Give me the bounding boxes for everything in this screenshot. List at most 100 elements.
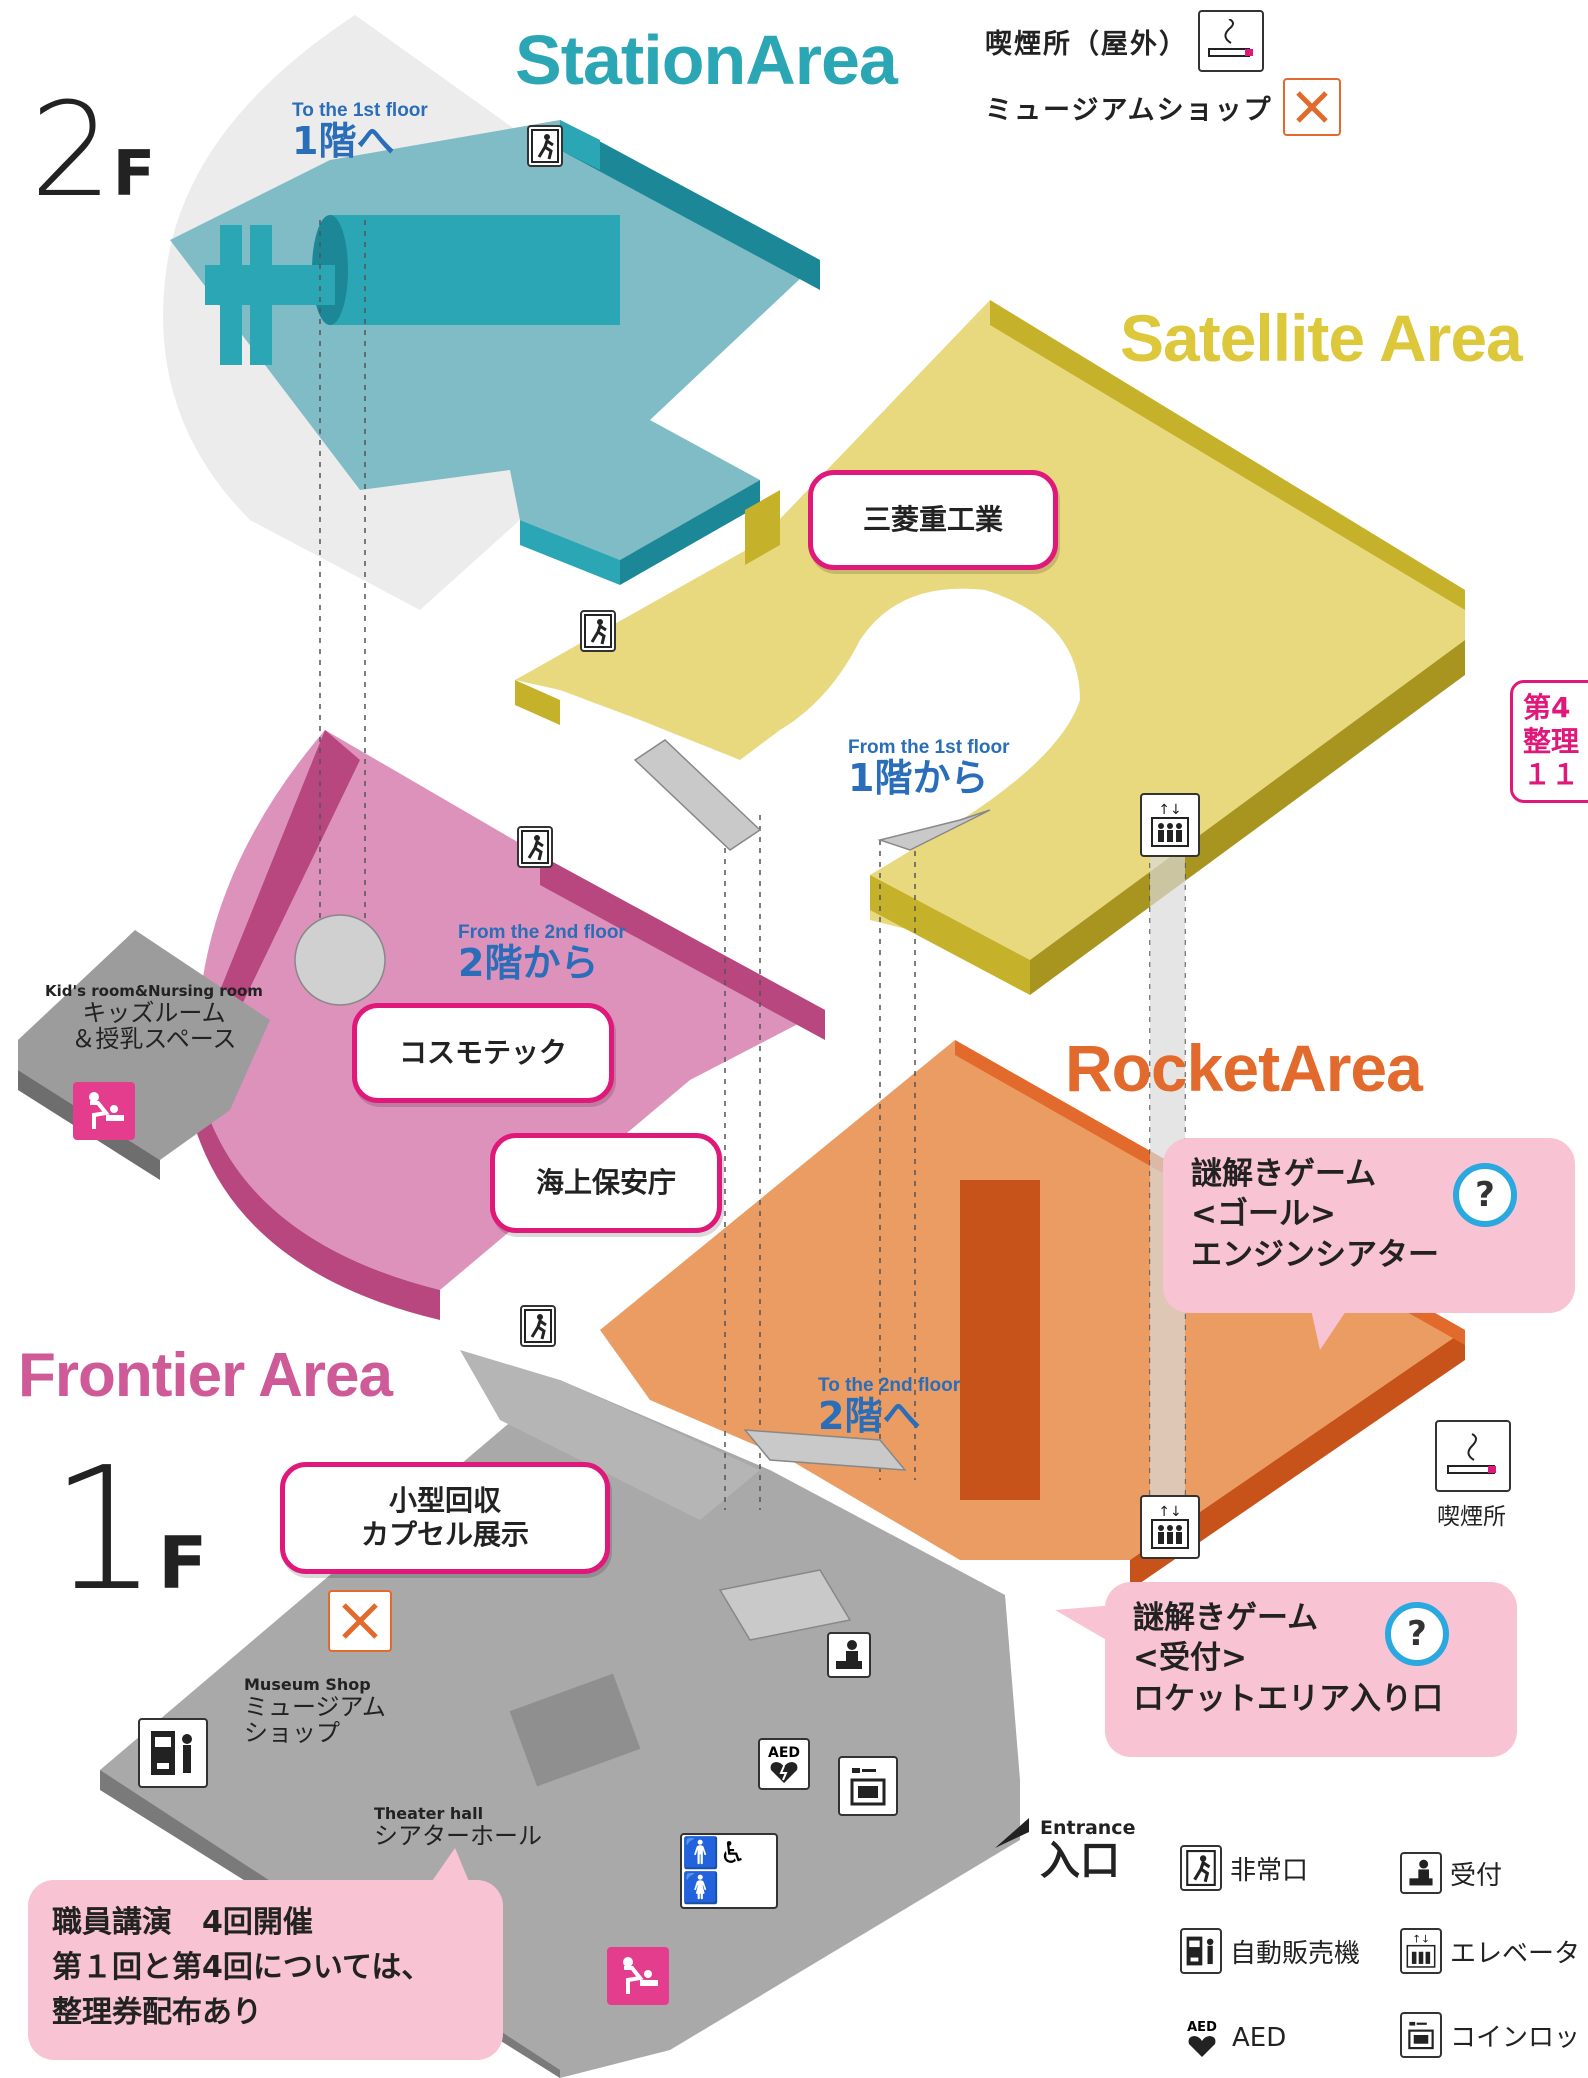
smoking-outdoor-icon <box>1198 10 1264 72</box>
legend-emergency-exit: 非常口 <box>1180 1845 1308 1891</box>
stair-label-to-2nd: To the 2nd floor 2階へ <box>818 1375 960 1435</box>
top-legend-shop-text: ミュージアムショップ <box>985 94 1273 126</box>
rocket-area-title: RocketArea <box>1065 1031 1423 1105</box>
exhibit-capsule-line1: 小型回収 <box>388 1484 501 1518</box>
svg-text:↑↓: ↑↓ <box>1158 1504 1181 1520</box>
stair-label-to-1st: To the 1st floor 1階へ <box>292 100 428 160</box>
floor-2f-label: 2F <box>30 85 155 215</box>
entrance-label: Entrance 入口 <box>1040 1818 1135 1883</box>
legend-coin-locker-icon <box>1400 2012 1442 2058</box>
entrance-ja: 入口 <box>1040 1837 1120 1884</box>
museum-shop-en: Museum Shop <box>244 1675 371 1694</box>
stair-label-from-2nd: From the 2nd floor 2階から <box>458 922 626 982</box>
legend-elevator-text: エレベータ <box>1450 1938 1581 1969</box>
stair-from-1st-ja: 1階から <box>848 756 989 800</box>
exhibit-mitsubishi[interactable]: 三菱重工業 <box>808 470 1058 570</box>
emergency-exit-icon-4 <box>520 1305 556 1347</box>
smoking-area-label: 喫煙所 <box>1437 1504 1506 1530</box>
stair-to-2nd-en: To the 2nd floor <box>818 1375 961 1396</box>
kids-room-ja-2: ＆授乳スペース <box>71 1024 237 1053</box>
side-note-line2: 整理 <box>1523 724 1580 758</box>
puzzle-start-line3: ロケットエリア入り口 <box>1133 1680 1443 1717</box>
top-legend-shop: ミュージアムショップ <box>985 78 1341 136</box>
kids-room-label: Kid's room&Nursing room キッズルーム ＆授乳スペース <box>45 983 263 1052</box>
exhibit-cosmotec[interactable]: コスモテック <box>352 1003 614 1103</box>
legend-aed: AED AED <box>1180 2015 1286 2061</box>
toilet-icon: 🚹♿🚺 <box>680 1833 778 1909</box>
kids-room-ja-1: キッズルーム <box>82 998 226 1027</box>
floor-1f-label: 1F <box>50 1445 207 1615</box>
floor-2-letter: F <box>112 137 156 210</box>
legend-aed-icon-text: AED <box>1187 2019 1217 2035</box>
legend-vending: 自動販売機 <box>1180 1928 1360 1974</box>
legend-reception-text: 受付 <box>1450 1860 1503 1891</box>
puzzle-goal-line1: 謎解きゲーム <box>1191 1156 1377 1192</box>
staff-talk-line1: 職員講演 4回開催 <box>52 1905 313 1940</box>
floor-1-number: 1 <box>50 1431 159 1629</box>
museum-shop-ja-2: ショップ <box>244 1718 340 1747</box>
nursing-room-icon <box>73 1082 135 1140</box>
side-note-line3: １１ <box>1523 758 1580 792</box>
legend-coin-locker: コインロッ <box>1400 2012 1580 2058</box>
elevator-icon: ↑↓ <box>1140 793 1200 857</box>
stairs <box>294 739 991 1641</box>
coin-locker-icon <box>838 1756 898 1816</box>
stair-to-2nd-ja: 2階へ <box>818 1394 921 1438</box>
puzzle-goal-line3: エンジンシアター <box>1191 1236 1439 1273</box>
legend-reception-icon <box>1400 1852 1442 1894</box>
question-mark-icon: ? <box>1453 1163 1517 1227</box>
exhibit-capsule[interactable]: 小型回収 カプセル展示 <box>280 1462 610 1574</box>
emergency-exit-icon <box>527 125 563 167</box>
legend-elevator-icon: ↑↓ <box>1400 1928 1442 1974</box>
legend-vending-icon <box>1180 1928 1222 1974</box>
stair-label-from-1st: From the 1st floor 1階から <box>848 737 1010 797</box>
theater-en: Theater hall <box>374 1804 484 1823</box>
svg-text:↑↓: ↑↓ <box>1412 1933 1430 1946</box>
entrance-en: Entrance <box>1040 1817 1136 1839</box>
museum-shop-label: Museum Shop ミュージアム ショップ <box>244 1676 386 1746</box>
staff-talk-line3: 整理券配布あり <box>52 1995 262 2030</box>
side-note: 第4 整理 １１ <box>1510 680 1588 803</box>
emergency-exit-icon-3 <box>517 826 553 868</box>
legend-aed-text: AED <box>1232 2023 1287 2053</box>
elevator-icon-2: ↑↓ <box>1140 1495 1200 1559</box>
aed-icon-text: AED <box>767 1745 801 1761</box>
top-legend-smoking: 喫煙所（屋外） <box>985 10 1264 72</box>
exhibit-capsule-line2: カプセル展示 <box>360 1518 529 1551</box>
stair-from-1st-en: From the 1st floor <box>848 737 1010 758</box>
station-area-shape <box>170 120 820 585</box>
museum-shop-icon <box>328 1590 392 1652</box>
puzzle-start-callout: 謎解きゲーム <受付> ロケットエリア入り口 ? <box>1105 1582 1517 1757</box>
theater-label: Theater hall シアターホール <box>374 1805 542 1849</box>
staff-talk-callout: 職員講演 4回開催 第１回と第4回については、 整理券配布あり <box>28 1880 503 2060</box>
entrance-marker <box>995 1818 1029 1852</box>
station-area-title: StationArea <box>515 21 898 99</box>
emergency-exit-icon-2 <box>580 610 616 652</box>
svg-text:↑↓: ↑↓ <box>1158 802 1181 818</box>
legend-vending-text: 自動販売機 <box>1230 1938 1361 1969</box>
nursing-room-icon-2 <box>607 1947 669 2005</box>
stair-from-2nd-ja: 2階から <box>458 941 599 985</box>
puzzle-start-tail <box>1055 1605 1115 1645</box>
puzzle-goal-line2: <ゴール> <box>1191 1196 1336 1233</box>
legend-aed-icon: AED <box>1180 2015 1224 2061</box>
toilet-glyphs: 🚹♿🚺 <box>682 1836 747 1906</box>
floor-2-number: 2 <box>30 74 113 226</box>
stair-to-1st-ja: 1階へ <box>292 119 395 163</box>
legend-emergency-exit-text: 非常口 <box>1230 1855 1309 1886</box>
satellite-area-shape <box>515 300 1465 995</box>
floor-1-letter: F <box>158 1521 208 1605</box>
puzzle-goal-callout: 謎解きゲーム <ゴール> エンジンシアター ? <box>1163 1138 1575 1313</box>
reception-icon <box>827 1632 871 1678</box>
exhibit-coast-guard[interactable]: 海上保安庁 <box>490 1133 722 1233</box>
kids-room-en: Kid's room&Nursing room <box>45 982 263 1000</box>
stair-to-1st-en: To the 1st floor <box>292 100 428 121</box>
puzzle-start-line1: 謎解きゲーム <box>1133 1600 1319 1636</box>
legend-elevator: ↑↓ エレベータ <box>1400 1928 1580 1974</box>
stair-from-2nd-en: From the 2nd floor <box>458 922 626 943</box>
satellite-area-title: Satellite Area <box>1120 301 1523 375</box>
question-mark-icon-2: ? <box>1385 1602 1449 1666</box>
legend-coin-locker-text: コインロッ <box>1450 2022 1581 2053</box>
vending-machine-icon <box>138 1718 208 1788</box>
aed-icon: AED <box>758 1738 810 1790</box>
